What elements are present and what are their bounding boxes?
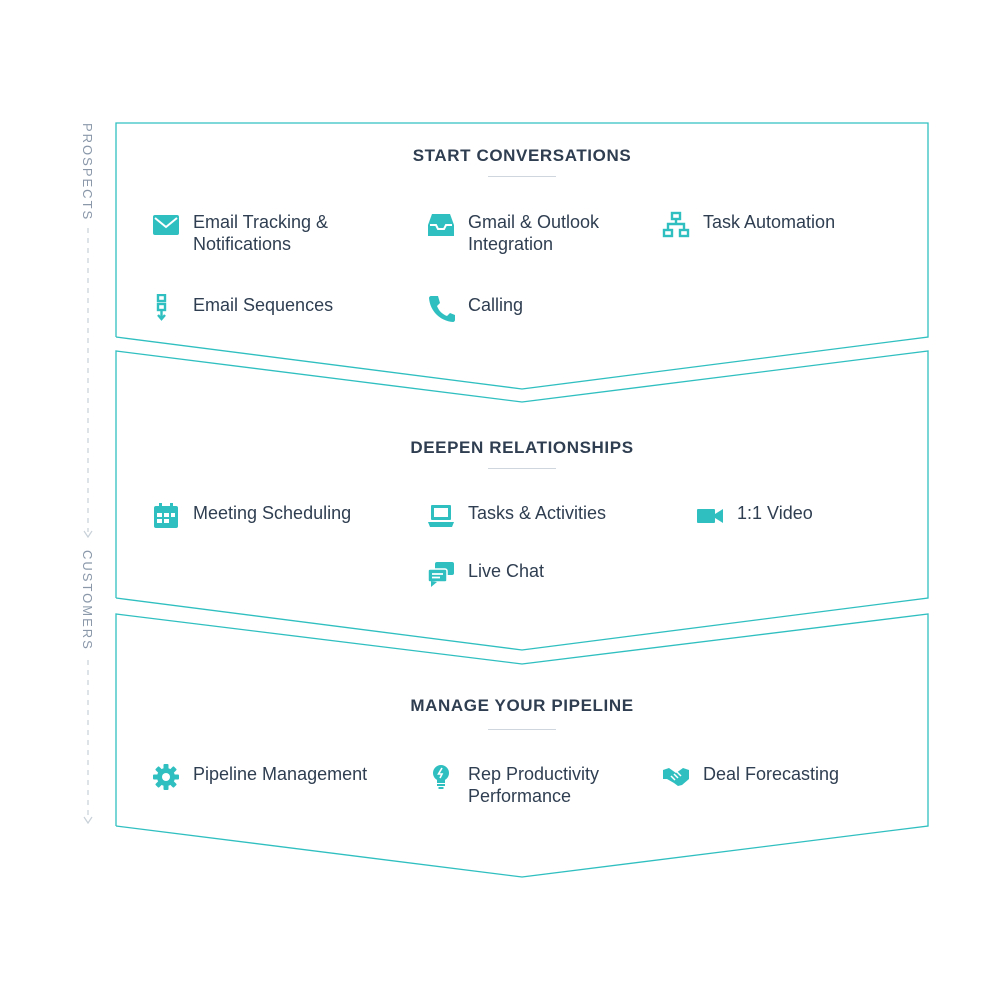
feature-video: 1:1 Video — [696, 502, 813, 530]
handshake-icon — [662, 763, 690, 791]
feature-label: Meeting Scheduling — [193, 503, 352, 523]
feature-deal-forecasting: Deal Forecasting — [662, 763, 839, 791]
section-outline-start-conversations — [115, 122, 929, 390]
feature-label: Tasks & Activities — [468, 503, 607, 523]
chat-bubbles-icon — [427, 560, 455, 588]
section-title-deepen-relationships: DEEPEN RELATIONSHIPS — [410, 438, 634, 457]
phone-icon — [427, 294, 455, 322]
lightbulb-icon — [427, 763, 455, 791]
feature-label: Task Automation — [703, 212, 836, 232]
gear-icon — [152, 763, 180, 791]
prospects-label: PROSPECTS — [80, 123, 95, 222]
feature-label: Pipeline Management — [193, 764, 368, 784]
feature-live-chat: Live Chat — [427, 560, 544, 588]
org-chart-icon — [662, 211, 690, 239]
sequence-icon — [152, 294, 180, 322]
feature-task-automation: Task Automation — [662, 211, 835, 239]
section-title-rule — [488, 176, 556, 177]
feature-pipeline-management: Pipeline Management — [152, 763, 367, 791]
section-title-start-conversations: START CONVERSATIONS — [412, 146, 632, 165]
feature-gmail-outlook: Gmail & Outlook Integration — [427, 211, 599, 255]
video-camera-icon — [696, 502, 724, 530]
feature-label: Gmail & Outlook Integration — [468, 212, 600, 254]
section-outline-manage-pipeline — [115, 613, 929, 878]
envelope-icon — [152, 211, 180, 239]
feature-label: Live Chat — [468, 561, 545, 581]
feature-label: 1:1 Video — [737, 503, 813, 523]
section-outline-deepen-relationships — [115, 350, 929, 651]
feature-label: Calling — [468, 295, 524, 315]
feature-email-sequences: Email Sequences — [152, 294, 333, 322]
calendar-icon — [152, 502, 180, 530]
feature-label: Deal Forecasting — [703, 764, 840, 784]
timeline-arrowhead-top — [83, 530, 93, 539]
feature-tasks-activities: Tasks & Activities — [427, 502, 606, 530]
feature-meeting-scheduling: Meeting Scheduling — [152, 502, 351, 530]
feature-rep-productivity: Rep Productivity Performance — [427, 763, 599, 807]
feature-calling: Calling — [427, 294, 523, 322]
section-title-manage-pipeline: MANAGE YOUR PIPELINE — [410, 696, 634, 715]
customers-label: CUSTOMERS — [80, 550, 95, 651]
section-title-rule — [488, 468, 556, 469]
laptop-icon — [427, 502, 455, 530]
feature-label: Email Sequences — [193, 295, 334, 315]
feature-email-tracking: Email Tracking & Notifications — [152, 211, 328, 255]
feature-label: Email Tracking & Notifications — [193, 212, 329, 254]
section-title-rule — [488, 729, 556, 730]
feature-label: Rep Productivity Performance — [468, 764, 600, 806]
inbox-tray-icon — [427, 211, 455, 239]
timeline-arrowhead-bottom — [83, 816, 93, 825]
